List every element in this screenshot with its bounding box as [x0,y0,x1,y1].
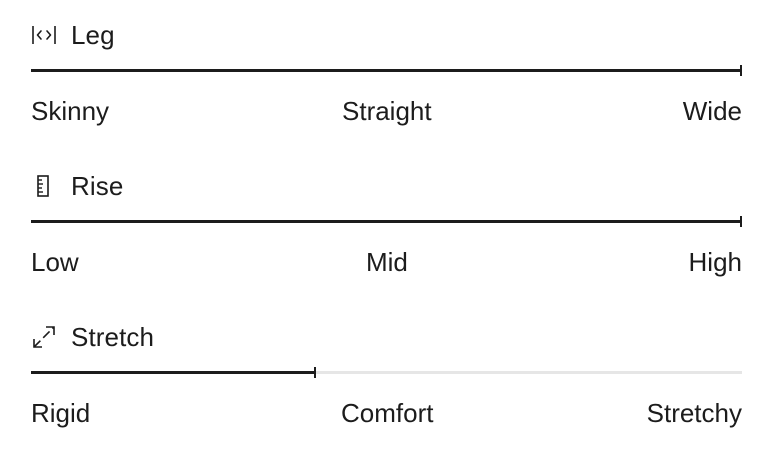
leg-label-high: Wide [682,96,742,126]
expand-arrows-icon [31,324,57,350]
stretch-scale-marker [314,367,316,378]
rise-label-high: High [688,247,742,277]
leg-title: Leg [71,20,115,50]
leg-scale-marker [740,65,742,76]
stretch-label-low: Rigid [31,398,91,428]
rise-attribute: Rise Low Mid High [31,169,742,289]
stretch-label-high: Stretchy [646,398,742,428]
rise-label-mid: Mid [366,247,408,277]
stretch-attribute: Stretch Rigid Comfort Stretchy [31,320,742,440]
leg-header: Leg [31,18,115,52]
stretch-scale-track [31,367,742,378]
stretch-title: Stretch [71,322,155,352]
leg-scale-fill [31,69,742,72]
rise-scale-fill [31,220,742,223]
stretch-scale-labels: Rigid Comfort Stretchy [31,396,742,430]
leg-scale-labels: Skinny Straight Wide [31,94,742,128]
leg-attribute: Leg Skinny Straight Wide [31,18,742,138]
leg-scale-track [31,65,742,76]
rise-scale-track [31,216,742,227]
leg-label-low: Skinny [31,96,110,126]
rise-scale-marker [740,216,742,227]
stretch-scale-fill [31,371,315,374]
leg-label-mid: Straight [342,96,432,126]
rise-title: Rise [71,171,124,201]
ruler-icon [31,173,57,199]
stretch-header: Stretch [31,320,154,354]
rise-scale-labels: Low Mid High [31,245,742,279]
rise-label-low: Low [31,247,79,277]
leg-width-icon [31,22,57,48]
rise-header: Rise [31,169,123,203]
stretch-label-mid: Comfort [341,398,434,428]
